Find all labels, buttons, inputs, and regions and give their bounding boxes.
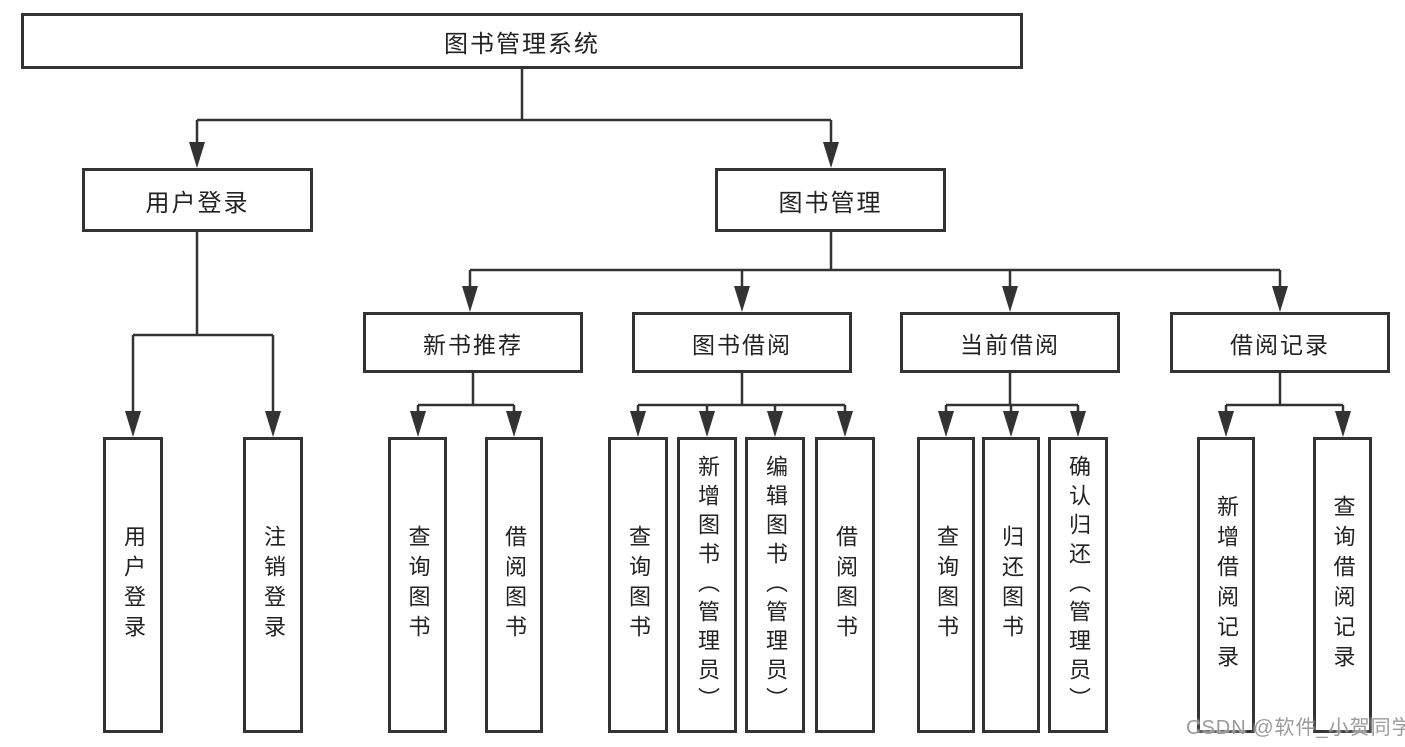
node-label: 借阅图书 <box>502 525 527 645</box>
node-label: 确认归还（管理员） <box>1066 454 1091 716</box>
leaf-bb-edit-books-admin: 编辑图书（管理员） <box>745 437 805 733</box>
leaf-cb-confirm-return-admin: 确认归还（管理员） <box>1048 437 1108 733</box>
leaf-logout: 注销登录 <box>243 437 303 733</box>
node-label: 新增图书（管理员） <box>695 454 720 716</box>
connector-user-login-branch <box>131 232 275 413</box>
connector-book-mgmt-branch <box>468 232 1282 288</box>
arrow-br-leaf-2 <box>1335 411 1351 437</box>
node-label: 借阅图书 <box>833 525 858 645</box>
arrowheads <box>125 142 1351 437</box>
arrow-bb-leaf-2 <box>699 411 715 437</box>
node-label: 图书管理 <box>778 189 883 217</box>
arrow-user-login <box>189 142 205 168</box>
node-label: 图书借阅 <box>692 331 792 358</box>
leaf-br-query-record: 查询借阅记录 <box>1313 437 1372 733</box>
arrow-cb-leaf-2 <box>1003 411 1019 437</box>
connector-book-borrow-branch <box>636 373 847 413</box>
node-label: 查询图书 <box>405 525 431 645</box>
node-label: 查询借阅记录 <box>1330 495 1356 675</box>
arrow-book-borrow <box>734 286 750 312</box>
connector-root-to-level2 <box>195 69 833 144</box>
node-borrowing-records: 借阅记录 <box>1170 312 1390 373</box>
node-label: 编辑图书（管理员） <box>763 454 788 716</box>
arrow-bb-leaf-1 <box>630 411 646 437</box>
leaf-bb-query-books: 查询图书 <box>608 437 668 733</box>
node-current-borrowing: 当前借阅 <box>900 312 1120 373</box>
leaf-br-add-record: 新增借阅记录 <box>1197 437 1255 733</box>
arrow-book-mgmt <box>823 142 839 168</box>
node-label: 归还图书 <box>999 525 1024 645</box>
arrow-borrow-records <box>1272 286 1288 312</box>
node-label: 用户登录 <box>121 525 146 645</box>
node-book-borrowing: 图书借阅 <box>632 312 852 373</box>
node-label: 当前借阅 <box>960 331 1060 358</box>
csdn-watermark: CSDN @软件_小贺同学 <box>1186 717 1405 739</box>
connector-new-book-branch <box>416 373 516 413</box>
leaf-bb-borrow-books: 借阅图书 <box>815 437 875 733</box>
connector-current-borrow-branch <box>944 373 1080 413</box>
node-label: 用户登录 <box>145 189 250 217</box>
leaf-nb-borrow-books: 借阅图书 <box>485 437 543 733</box>
node-label: 借阅记录 <box>1230 331 1330 358</box>
arrow-cb-leaf-3 <box>1070 411 1086 437</box>
arrow-bb-leaf-4 <box>837 411 853 437</box>
node-new-book-recommend: 新书推荐 <box>363 312 583 373</box>
leaf-nb-query-books: 查询图书 <box>388 437 447 733</box>
leaf-cb-query-books: 查询图书 <box>917 437 975 733</box>
arrow-new-book-rec <box>462 286 478 312</box>
node-label: 查询图书 <box>934 525 959 645</box>
arrow-nb-leaf-1 <box>410 411 426 437</box>
leaf-cb-return-books: 归还图书 <box>982 437 1040 733</box>
node-book-management: 图书管理 <box>715 168 946 232</box>
node-label: 新书推荐 <box>423 331 523 358</box>
arrow-current-borrow <box>1002 286 1018 312</box>
arrow-ul-leaf-1 <box>125 411 141 437</box>
arrow-nb-leaf-2 <box>506 411 522 437</box>
leaf-user-login: 用户登录 <box>103 437 163 733</box>
node-label: 注销登录 <box>261 525 286 645</box>
connector-borrow-records-branch <box>1224 373 1345 413</box>
leaf-bb-add-books-admin: 新增图书（管理员） <box>677 437 737 733</box>
node-user-login: 用户登录 <box>82 168 313 232</box>
node-label: 图书管理系统 <box>444 30 600 58</box>
node-library-system-root: 图书管理系统 <box>21 13 1023 69</box>
node-label: 新增借阅记录 <box>1214 495 1239 675</box>
arrow-br-leaf-1 <box>1218 411 1234 437</box>
arrow-ul-leaf-2 <box>265 411 281 437</box>
arrow-bb-leaf-3 <box>767 411 783 437</box>
arrow-cb-leaf-1 <box>938 411 954 437</box>
node-label: 查询图书 <box>626 525 651 645</box>
